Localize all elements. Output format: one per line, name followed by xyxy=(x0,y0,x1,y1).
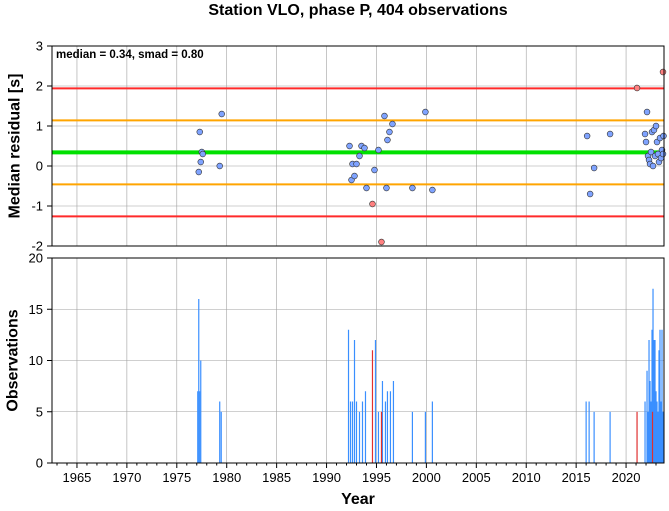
residual-point xyxy=(356,152,363,160)
residual-point xyxy=(586,190,594,198)
residual-point xyxy=(381,112,388,120)
observations-y-tick-label: 15 xyxy=(29,302,43,317)
residual-point xyxy=(375,146,382,154)
year-tick-label: 1965 xyxy=(62,470,91,485)
residual-point xyxy=(363,184,370,192)
residual-reference-lines xyxy=(52,87,664,218)
residual-point xyxy=(641,130,649,138)
residual-point xyxy=(199,150,206,158)
observations-y-tick-label: 0 xyxy=(36,456,43,471)
residual-point xyxy=(659,150,667,158)
residual-point xyxy=(351,172,358,180)
observations-y-tick-label: 20 xyxy=(29,251,43,266)
residual-point xyxy=(652,122,660,130)
residual-point xyxy=(643,108,651,116)
residual-point xyxy=(389,120,396,128)
residual-point xyxy=(386,128,393,136)
residual-point xyxy=(649,162,657,170)
residual-panel-frame xyxy=(51,45,665,247)
chart-title: Station VLO, phase P, 404 observations xyxy=(208,2,507,19)
residual-point xyxy=(371,166,378,174)
residual-point xyxy=(197,158,204,166)
observations-grid xyxy=(52,257,664,464)
year-tick-label: 1980 xyxy=(212,470,241,485)
residual-y-tick-label: -1 xyxy=(31,199,43,214)
residual-point xyxy=(642,138,650,146)
residual-point xyxy=(216,162,223,170)
year-x-axis-label: Year xyxy=(341,491,375,508)
residual-point xyxy=(383,184,390,192)
residual-y-ticks: -2 -1 0 1 2 3 xyxy=(31,39,52,254)
observations-y-ticks: 0 5 10 15 20 xyxy=(29,251,52,471)
residual-point xyxy=(429,186,436,194)
residual-y-tick-label: 3 xyxy=(36,39,43,54)
residual-point xyxy=(583,132,591,140)
year-tick-label: 1985 xyxy=(262,470,291,485)
year-tick-label: 1990 xyxy=(312,470,341,485)
year-tick-label: 2010 xyxy=(512,470,541,485)
outlier-point xyxy=(369,200,376,208)
residual-y-tick-label: 2 xyxy=(36,79,43,94)
year-tick-label: 2005 xyxy=(462,470,491,485)
outlier-point xyxy=(659,68,667,76)
residual-point xyxy=(409,184,416,192)
residual-point xyxy=(422,108,429,116)
residual-point xyxy=(218,110,225,118)
year-tick-label: 2000 xyxy=(412,470,441,485)
year-tick-label: 1995 xyxy=(362,470,391,485)
residual-points xyxy=(195,68,667,246)
year-tick-label: 1970 xyxy=(112,470,141,485)
observations-y-tick-label: 5 xyxy=(36,404,43,419)
year-x-ticks: 1965 1970 1975 1980 1985 1990 1995 2000 2005 2010… xyxy=(56,463,657,485)
residual-point xyxy=(647,148,655,156)
residual-point xyxy=(606,130,614,138)
residual-y-tick-label: 0 xyxy=(36,159,43,174)
residual-y-tick-label: 1 xyxy=(36,119,43,134)
observations-panel: 0 5 10 15 20 1965 1970 1975 1980 1985 1990 1995 200… xyxy=(5,251,665,508)
residual-y-axis-label: Median residual [s] xyxy=(7,74,24,219)
residual-panel: -2 -1 0 1 2 3 median = 0.34, smad = 0.80 Medi… xyxy=(7,39,667,254)
year-tick-label: 2015 xyxy=(562,470,591,485)
residual-point xyxy=(361,144,368,152)
residual-point xyxy=(353,160,360,168)
outlier-point xyxy=(633,84,641,92)
observations-y-tick-label: 10 xyxy=(29,353,43,368)
median-smad-annotation: median = 0.34, smad = 0.80 xyxy=(56,49,204,61)
year-tick-label: 2020 xyxy=(612,470,641,485)
residual-point xyxy=(590,164,598,172)
residual-point xyxy=(384,136,391,144)
residual-point xyxy=(195,168,202,176)
year-tick-label: 1975 xyxy=(162,470,191,485)
residual-y-tick-label: -2 xyxy=(31,239,43,254)
residual-point xyxy=(346,142,353,150)
residual-point xyxy=(196,128,203,136)
observations-bars xyxy=(197,288,664,463)
outlier-point xyxy=(378,238,385,246)
observations-y-axis-label: Observations xyxy=(5,309,22,411)
